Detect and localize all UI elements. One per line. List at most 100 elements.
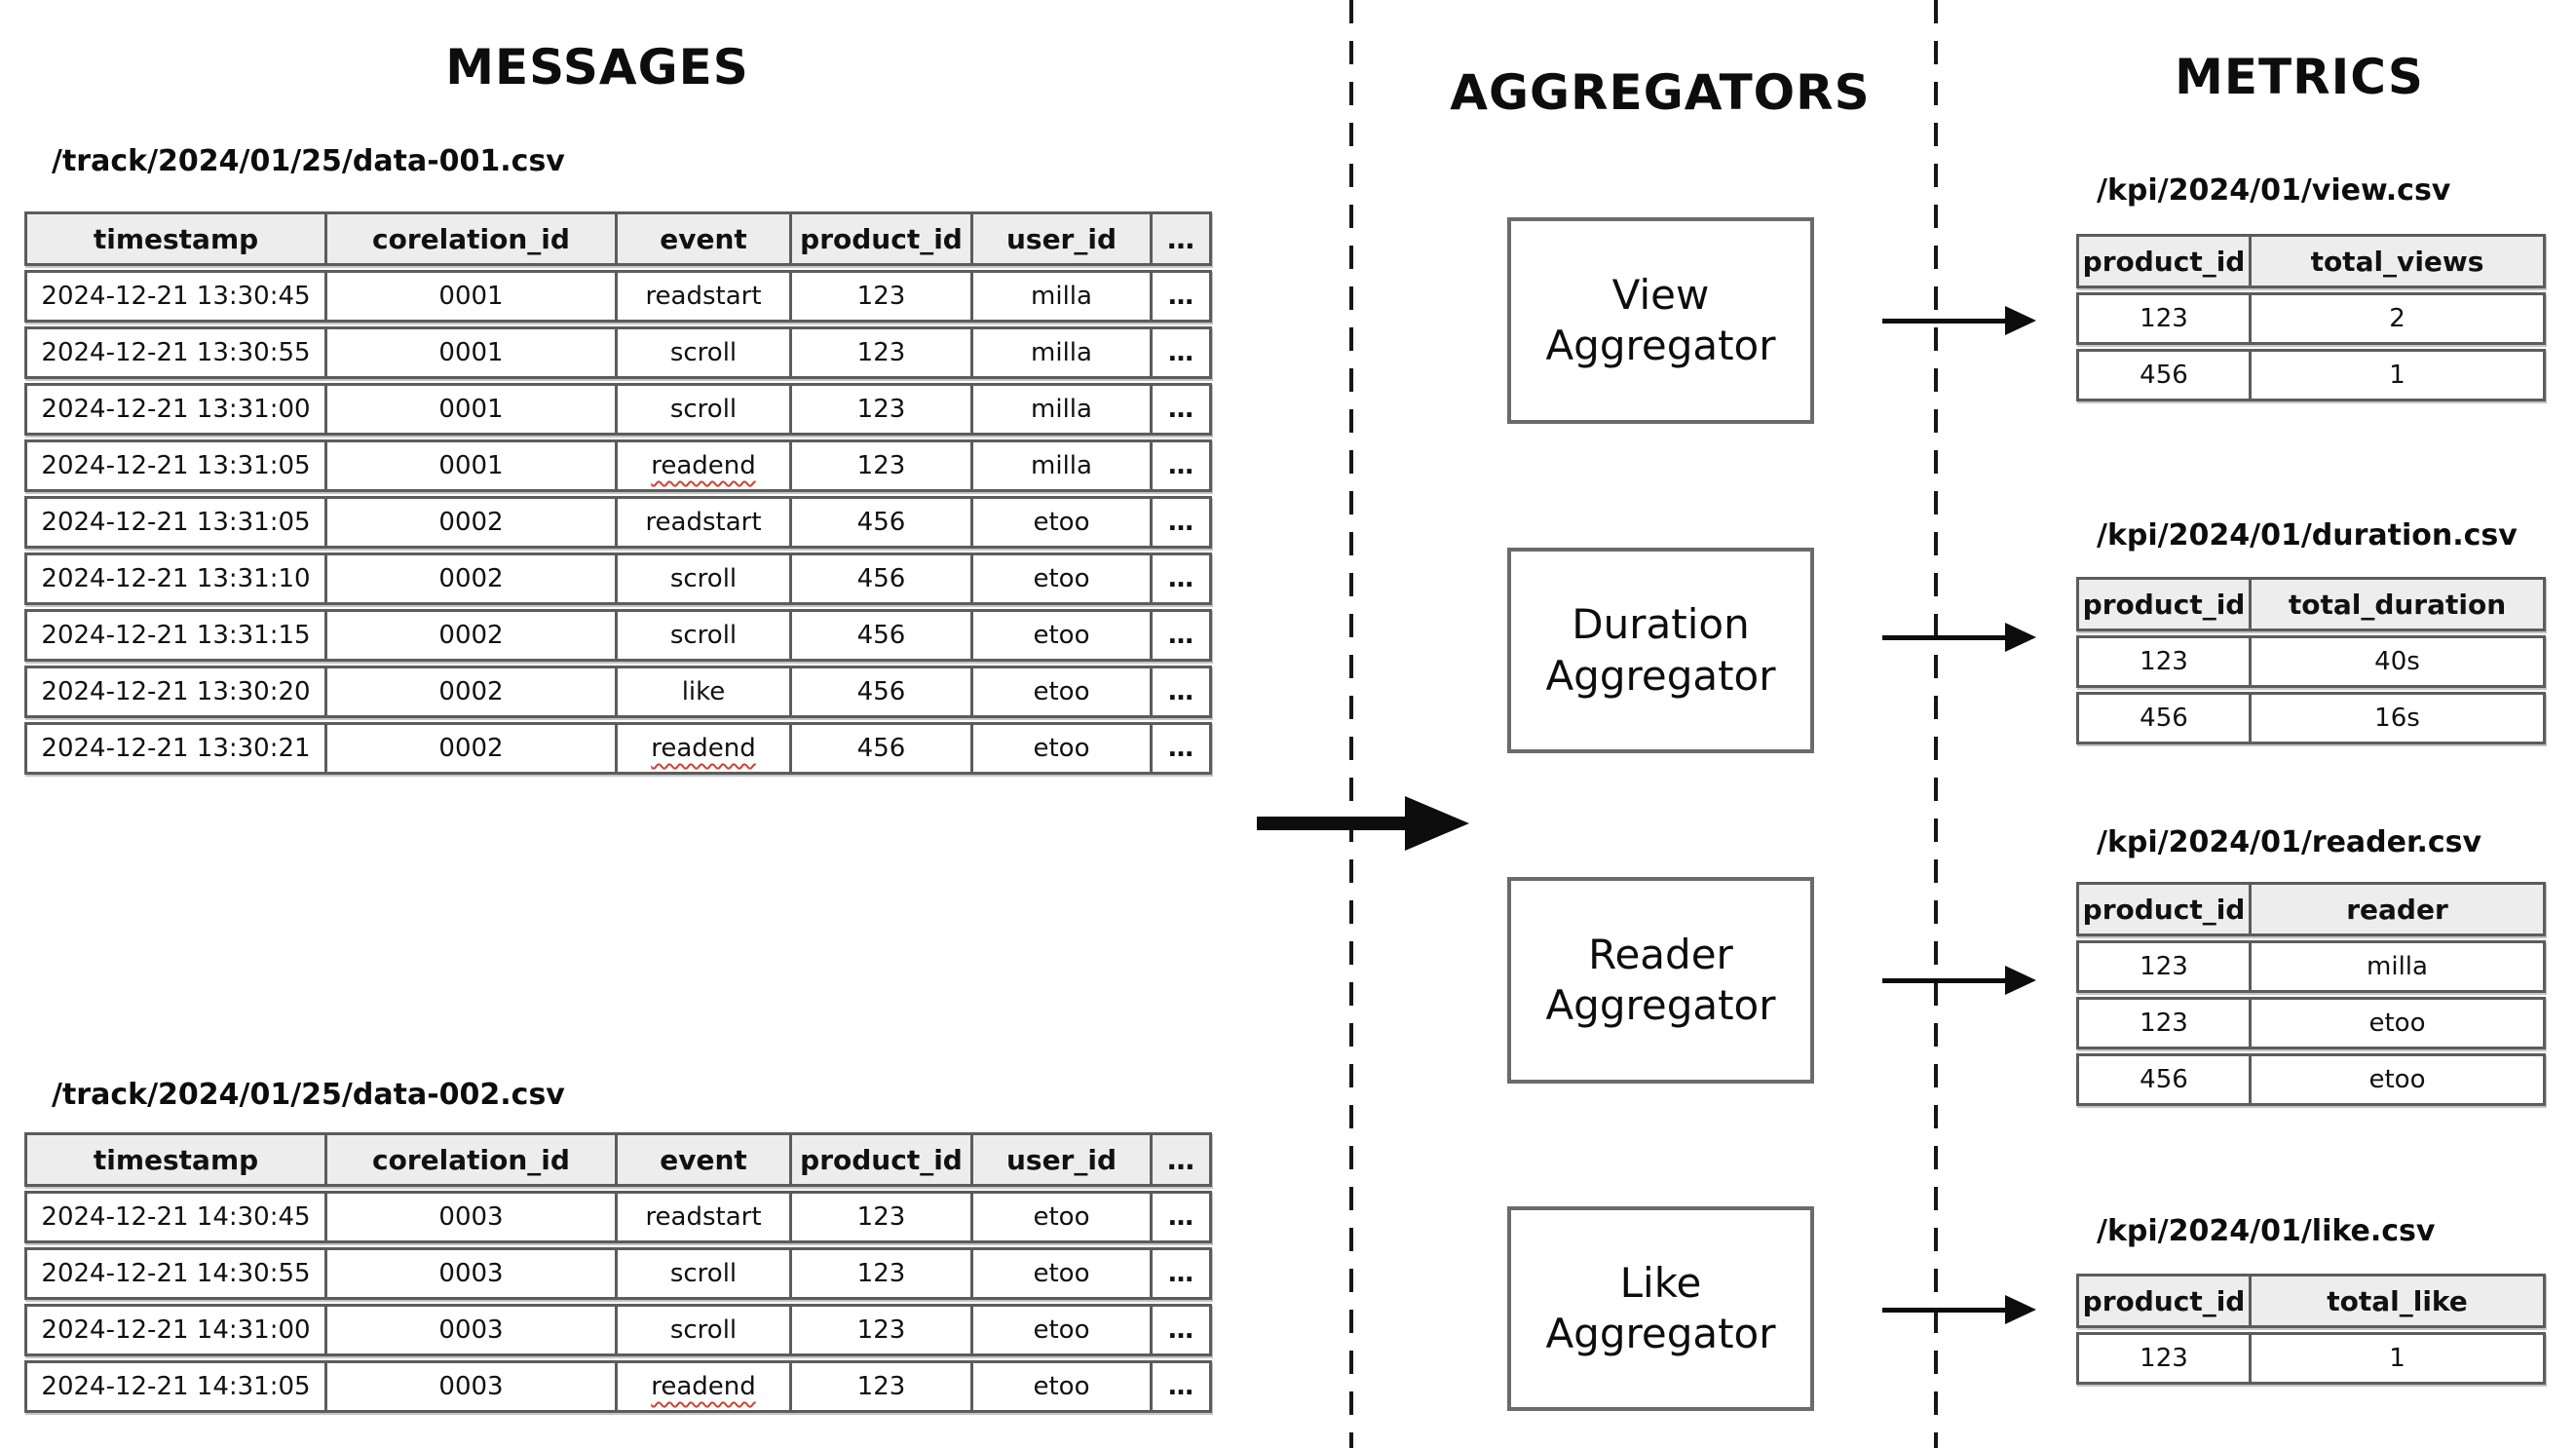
table-cell: milla bbox=[2249, 943, 2543, 990]
reader-aggregator-box: Reader Aggregator bbox=[1507, 877, 1814, 1084]
duration-aggregator-box: Duration Aggregator bbox=[1507, 548, 1814, 753]
column-header: product_id bbox=[789, 214, 970, 263]
table-cell: 1 bbox=[2249, 1335, 2543, 1382]
table-cell: 123 bbox=[789, 1194, 970, 1240]
messages-file-path-2: /track/2024/01/25/data-002.csv bbox=[52, 1078, 565, 1112]
table-cell: 2 bbox=[2249, 295, 2543, 342]
table-cell: etoo bbox=[970, 499, 1150, 546]
table-cell: readend bbox=[615, 725, 789, 772]
table-cell: 123 bbox=[789, 442, 970, 489]
metrics-section-title: METRICS bbox=[2175, 49, 2424, 105]
table-cell: etoo bbox=[2249, 1056, 2543, 1103]
table-cell: scroll bbox=[615, 1307, 789, 1353]
table-cell: 123 bbox=[789, 1307, 970, 1353]
table-cell: 2024-12-21 13:31:05 bbox=[41, 451, 311, 480]
reader-csv-path: /kpi/2024/01/reader.csv bbox=[2097, 825, 2482, 859]
arrow-shaft bbox=[1257, 817, 1409, 830]
duration-csv-path: /kpi/2024/01/duration.csv bbox=[2097, 518, 2518, 553]
table-cell: etoo bbox=[970, 668, 1150, 715]
arrow-shaft bbox=[1882, 635, 2009, 640]
table-cell: readend bbox=[615, 442, 789, 489]
arrow-shaft bbox=[1882, 978, 2009, 983]
table-cell: readstart bbox=[615, 1194, 789, 1240]
like-csv-path: /kpi/2024/01/like.csv bbox=[2097, 1214, 2436, 1248]
table-cell: … bbox=[1150, 555, 1209, 602]
column-header: user_id bbox=[970, 1135, 1150, 1184]
table-cell: … bbox=[1150, 329, 1209, 376]
column-header: corelation_id bbox=[324, 1135, 615, 1184]
table-cell: … bbox=[1150, 1307, 1209, 1353]
table-cell: 0002 bbox=[324, 725, 615, 772]
table-cell: 2024-12-21 13:30:21 bbox=[41, 734, 311, 763]
table-cell: … bbox=[1150, 1250, 1209, 1297]
table-cell: milla bbox=[970, 273, 1150, 320]
table-cell: … bbox=[1150, 499, 1209, 546]
column-header: total_like bbox=[2249, 1277, 2543, 1325]
table-cell: 2024-12-21 13:30:55 bbox=[41, 338, 311, 367]
table-cell: 123 bbox=[789, 1363, 970, 1410]
table-cell: 2024-12-21 13:30:45 bbox=[41, 282, 311, 311]
table-cell: etoo bbox=[970, 1194, 1150, 1240]
column-header: … bbox=[1150, 1135, 1209, 1184]
table-cell: scroll bbox=[615, 612, 789, 659]
dashed-divider-left bbox=[1349, 0, 1353, 1448]
table-cell: … bbox=[1150, 1363, 1209, 1410]
table-cell: 2024-12-21 14:31:00 bbox=[41, 1315, 311, 1345]
table-cell: 456 bbox=[789, 555, 970, 602]
table-cell: etoo bbox=[970, 612, 1150, 659]
column-header: corelation_id bbox=[324, 214, 615, 263]
table-cell: readstart bbox=[615, 499, 789, 546]
arrow-shaft bbox=[1882, 319, 2009, 324]
table-cell: 0001 bbox=[324, 386, 615, 433]
column-header: reader bbox=[2249, 885, 2543, 934]
table-cell: 0003 bbox=[324, 1363, 615, 1410]
table-row: 123 milla bbox=[2076, 940, 2546, 993]
arrow-head-icon bbox=[2005, 966, 2036, 995]
table-cell: … bbox=[1150, 725, 1209, 772]
table-row: 123 2 bbox=[2076, 292, 2546, 345]
table-cell: 1 bbox=[2249, 352, 2543, 399]
table-cell: 0002 bbox=[324, 555, 615, 602]
column-header: product_id bbox=[2082, 1284, 2246, 1317]
table-cell: scroll bbox=[615, 386, 789, 433]
table-cell: 123 bbox=[2140, 1344, 2188, 1373]
table-cell: 123 bbox=[2140, 304, 2188, 333]
table-cell: … bbox=[1150, 273, 1209, 320]
table-cell: 123 bbox=[789, 386, 970, 433]
table-cell: 456 bbox=[2140, 361, 2188, 390]
column-header: … bbox=[1150, 214, 1209, 263]
table-cell: 456 bbox=[2140, 1065, 2188, 1094]
column-header: timestamp bbox=[93, 1143, 259, 1176]
table-cell: 456 bbox=[789, 612, 970, 659]
table-cell: 2024-12-21 14:30:55 bbox=[41, 1259, 311, 1288]
view-aggregator-box: View Aggregator bbox=[1507, 217, 1814, 424]
table-cell: 456 bbox=[789, 499, 970, 546]
table-cell: 123 bbox=[2140, 952, 2188, 981]
table-cell: 2024-12-21 13:31:10 bbox=[41, 564, 311, 593]
messages-file-path-1: /track/2024/01/25/data-001.csv bbox=[52, 144, 565, 178]
table-cell: etoo bbox=[2249, 1000, 2543, 1047]
table-cell: etoo bbox=[970, 555, 1150, 602]
table-cell: milla bbox=[970, 442, 1150, 489]
table-cell: 123 bbox=[2140, 647, 2188, 676]
table-cell: like bbox=[615, 668, 789, 715]
table-cell: 2024-12-21 13:31:05 bbox=[41, 508, 311, 537]
table-cell: 16s bbox=[2249, 695, 2543, 742]
table-cell: 2024-12-21 13:31:00 bbox=[41, 395, 311, 424]
